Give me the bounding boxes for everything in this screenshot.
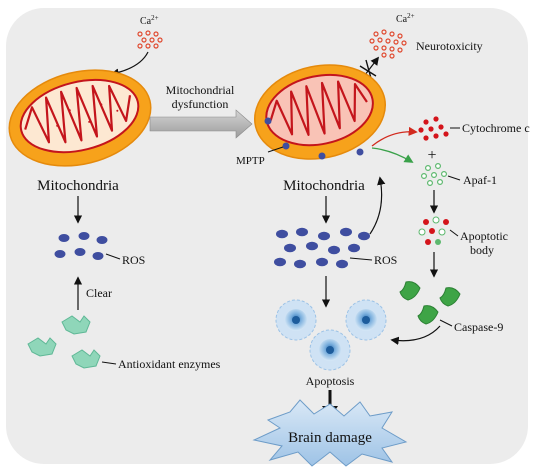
caspase-9-icon	[399, 281, 461, 325]
ros-cluster-right	[274, 227, 370, 269]
calcium-label-left: Ca2+	[140, 14, 159, 27]
ros-label-right: ROS	[374, 253, 397, 267]
caspase-to-apoptosis-arrow	[390, 325, 441, 345]
enzymes-leader	[101, 361, 117, 365]
apaf-1-label: Apaf-1	[463, 173, 497, 187]
antioxidant-enzymes-label: Antioxidant enzymes	[118, 357, 221, 371]
apaf-arrow	[371, 147, 414, 163]
apoptotic-cell-1	[275, 299, 317, 341]
apaf-leader	[447, 175, 461, 181]
caspase-9-label: Caspase-9	[454, 320, 503, 334]
calcium-label-right: Ca2+	[396, 12, 415, 25]
clear-label: Clear	[86, 286, 112, 300]
mitochondria-label-left: Mitochondria	[37, 178, 119, 194]
antioxidant-enzymes-icon	[27, 315, 101, 369]
plus-sign: +	[427, 147, 436, 164]
ros-label-left: ROS	[122, 253, 145, 267]
mitochondrion-left	[8, 69, 152, 167]
caspase-leader	[439, 319, 453, 327]
apoptotic-leader	[449, 229, 459, 237]
calcium-ions-right	[369, 29, 407, 59]
dysfunction-label-line1: Mitochondrial	[166, 83, 235, 97]
apoptotic-label-line2: body	[470, 243, 494, 257]
ros-leader-left	[105, 253, 121, 260]
cytochrome-c-label: Cytochrome c	[462, 121, 530, 135]
mitochondria-label-right: Mitochondria	[283, 178, 365, 194]
cytochrome-release-arrow	[371, 126, 418, 147]
mptp-label: MPTP	[236, 155, 265, 167]
ros-cluster-left	[54, 232, 108, 260]
apoptotic-label-line1: Apoptotic	[460, 229, 508, 243]
cytochrome-c-cluster	[418, 116, 449, 141]
mitochondrion-right	[253, 64, 387, 160]
brain-damage-burst	[252, 399, 408, 467]
apaf-1-cluster	[421, 163, 448, 187]
apoptotic-cell-2	[345, 299, 387, 341]
apoptosis-label: Apoptosis	[306, 374, 355, 388]
brain-damage-label: Brain damage	[288, 430, 372, 446]
mptp-pores	[264, 117, 364, 160]
dysfunction-arrow	[149, 109, 253, 139]
ros-leader-right	[349, 257, 373, 261]
ros-feedback-arrow	[369, 176, 386, 235]
dysfunction-label-line2: dysfunction	[172, 97, 229, 111]
apoptotic-body-cluster	[418, 216, 449, 245]
mptp-leader	[267, 146, 284, 153]
calcium-ions-left	[137, 30, 163, 49]
apoptotic-cell-3	[309, 329, 351, 371]
neurotoxicity-label: Neurotoxicity	[416, 39, 483, 53]
apoptotic-cells	[275, 299, 387, 371]
